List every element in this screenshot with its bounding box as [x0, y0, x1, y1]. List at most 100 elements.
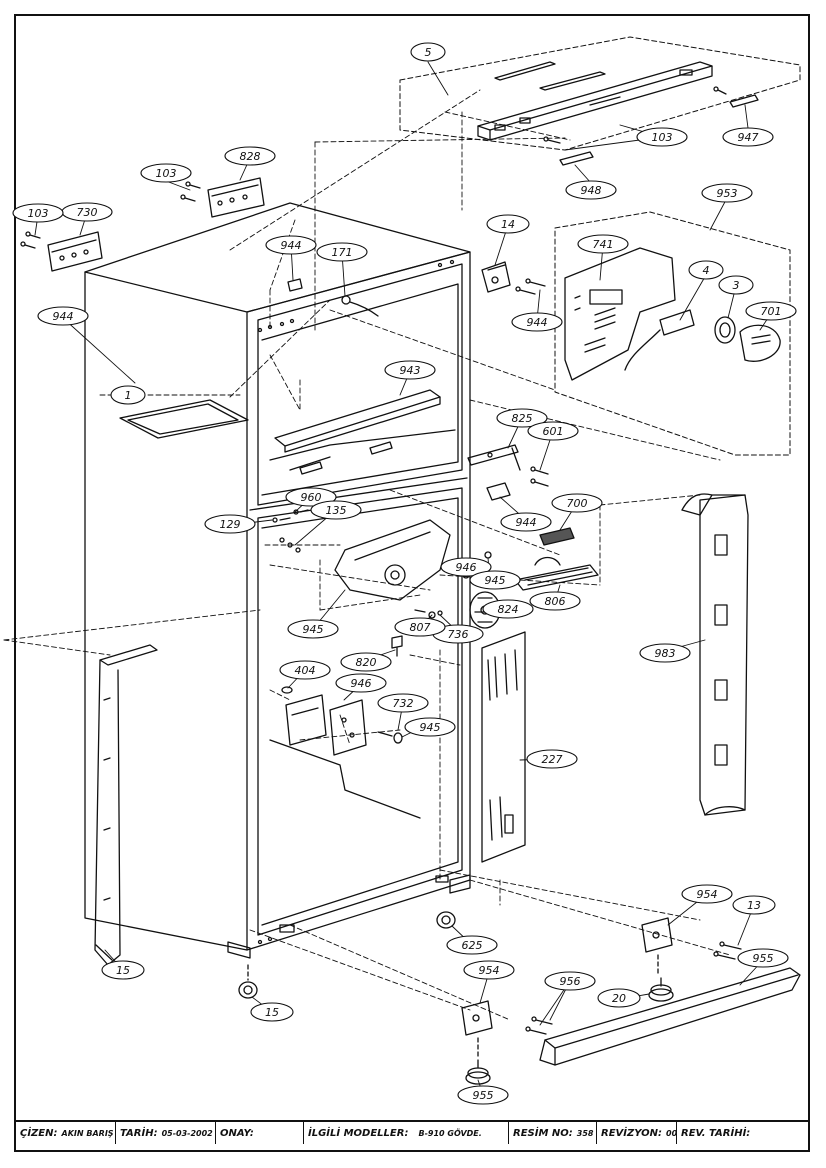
callout-text: 948 — [581, 184, 602, 197]
part-14-top-hinge — [481, 261, 546, 295]
date-label: TARİH: — [120, 1127, 158, 1139]
callout-227: 227 — [526, 749, 578, 769]
callout-954: 954 — [681, 884, 733, 904]
callout-954: 954 — [463, 960, 515, 980]
callout-955: 955 — [737, 948, 789, 968]
callout-732: 732 — [377, 693, 429, 713]
callout-text: 171 — [332, 246, 353, 259]
callout-946: 946 — [440, 557, 492, 577]
callout-943: 943 — [384, 360, 436, 380]
callout-5: 5 — [410, 42, 446, 62]
callout-944: 944 — [511, 312, 563, 332]
drawn-by-cell: ÇİZEN: AKIN BARIŞ — [16, 1122, 116, 1144]
callout-944: 944 — [500, 512, 552, 532]
part-732-lamp-housing — [285, 694, 367, 756]
callout-text: 14 — [501, 218, 515, 231]
callout-20: 20 — [597, 988, 641, 1008]
callout-4: 4 — [688, 260, 724, 280]
callout-text: 732 — [393, 697, 414, 710]
callout-text: 825 — [512, 412, 533, 425]
drawing-number-cell: RESİM NO: 358 — [509, 1122, 597, 1144]
part-819-side-trim — [94, 644, 158, 966]
control-panel-group-box — [554, 211, 791, 456]
construction-dashed-lines — [3, 89, 731, 1021]
callout-text: 960 — [301, 491, 322, 504]
revision-value: 00 — [666, 1128, 677, 1138]
callout-701: 701 — [745, 301, 797, 321]
callout-13: 13 — [732, 895, 776, 915]
callout-text: 943 — [400, 364, 421, 377]
title-block: ÇİZEN: AKIN BARIŞ TARİH: 05-03-2002 ONAY… — [16, 1120, 808, 1144]
callout-956: 956 — [544, 971, 596, 991]
part-625-back-cover — [481, 631, 526, 863]
callout-946: 946 — [335, 673, 387, 693]
callout-text: 945 — [303, 623, 324, 636]
callout-text: 5 — [425, 46, 432, 59]
part-955-screws-right — [713, 941, 742, 960]
callout-text: 227 — [542, 753, 563, 766]
callout-828: 828 — [224, 146, 276, 166]
callout-text: 625 — [462, 939, 483, 952]
callout-text: 954 — [697, 888, 718, 901]
revision-label: REVİZYON: — [601, 1127, 662, 1139]
part-171-clip — [287, 278, 303, 292]
callout-944: 944 — [37, 306, 89, 326]
callout-text: 601 — [543, 425, 564, 438]
callout-text: 736 — [448, 628, 469, 641]
callout-text: 956 — [560, 975, 581, 988]
part-946-plug — [281, 686, 293, 694]
part-820-handle — [681, 493, 749, 816]
part-top-trim — [477, 61, 713, 141]
callout-text: 103 — [156, 167, 177, 180]
part-954-roller-left — [238, 964, 258, 999]
part-955-screws-left — [525, 1016, 553, 1035]
date-cell: TARİH: 05-03-2002 — [116, 1122, 216, 1144]
callout-1: 1 — [110, 385, 146, 405]
callout-text: 135 — [326, 504, 347, 517]
callout-171: 171 — [316, 242, 368, 262]
callout-945: 945 — [287, 619, 339, 639]
part-700-connector — [486, 482, 511, 501]
callout-text: 955 — [473, 1089, 494, 1102]
revision-date-cell: REV. TARİHİ: — [677, 1122, 808, 1144]
parts-129-135-946-screws — [272, 509, 309, 553]
approval-label: ONAY: — [220, 1127, 254, 1139]
callout-text: 944 — [281, 239, 302, 252]
top-trim-group-box — [399, 36, 801, 151]
callout-text: 807 — [410, 621, 431, 634]
callout-947: 947 — [722, 127, 774, 147]
callout-736: 736 — [432, 624, 484, 644]
related-models-cell: İLGİLİ MODELLER: B-910 GÖVDE. — [304, 1122, 509, 1144]
date-value: 05-03-2002 — [161, 1128, 213, 1138]
callout-807: 807 — [394, 617, 446, 637]
callout-text: 820 — [356, 656, 377, 669]
callout-text: 730 — [77, 206, 98, 219]
part-983-fan-housing — [334, 519, 451, 601]
callout-14: 14 — [486, 214, 530, 234]
part-948-insert — [559, 151, 594, 166]
callout-text: 824 — [498, 603, 519, 616]
part-3-knob — [714, 316, 736, 344]
part-404-sensor — [391, 635, 403, 657]
callout-953: 953 — [701, 183, 753, 203]
part-15-leveling-foot-left — [465, 1059, 491, 1085]
callout-960: 960 — [285, 487, 337, 507]
callout-404: 404 — [279, 660, 331, 680]
part-947-insert — [729, 94, 759, 108]
revision-cell: REVİZYON: 00 — [597, 1122, 677, 1144]
part-4-thermostat — [624, 309, 695, 371]
callout-806: 806 — [529, 591, 581, 611]
callout-text: 15 — [116, 964, 130, 977]
callout-103: 103 — [12, 203, 64, 223]
callout-103: 103 — [140, 163, 192, 183]
callout-text: 944 — [527, 316, 548, 329]
callout-text: 945 — [420, 721, 441, 734]
callout-text: 946 — [456, 561, 477, 574]
screws-103-top — [543, 86, 727, 144]
callout-103: 103 — [636, 127, 688, 147]
part-15-leveling-foot-right — [648, 977, 674, 1002]
callout-text: 700 — [567, 497, 588, 510]
